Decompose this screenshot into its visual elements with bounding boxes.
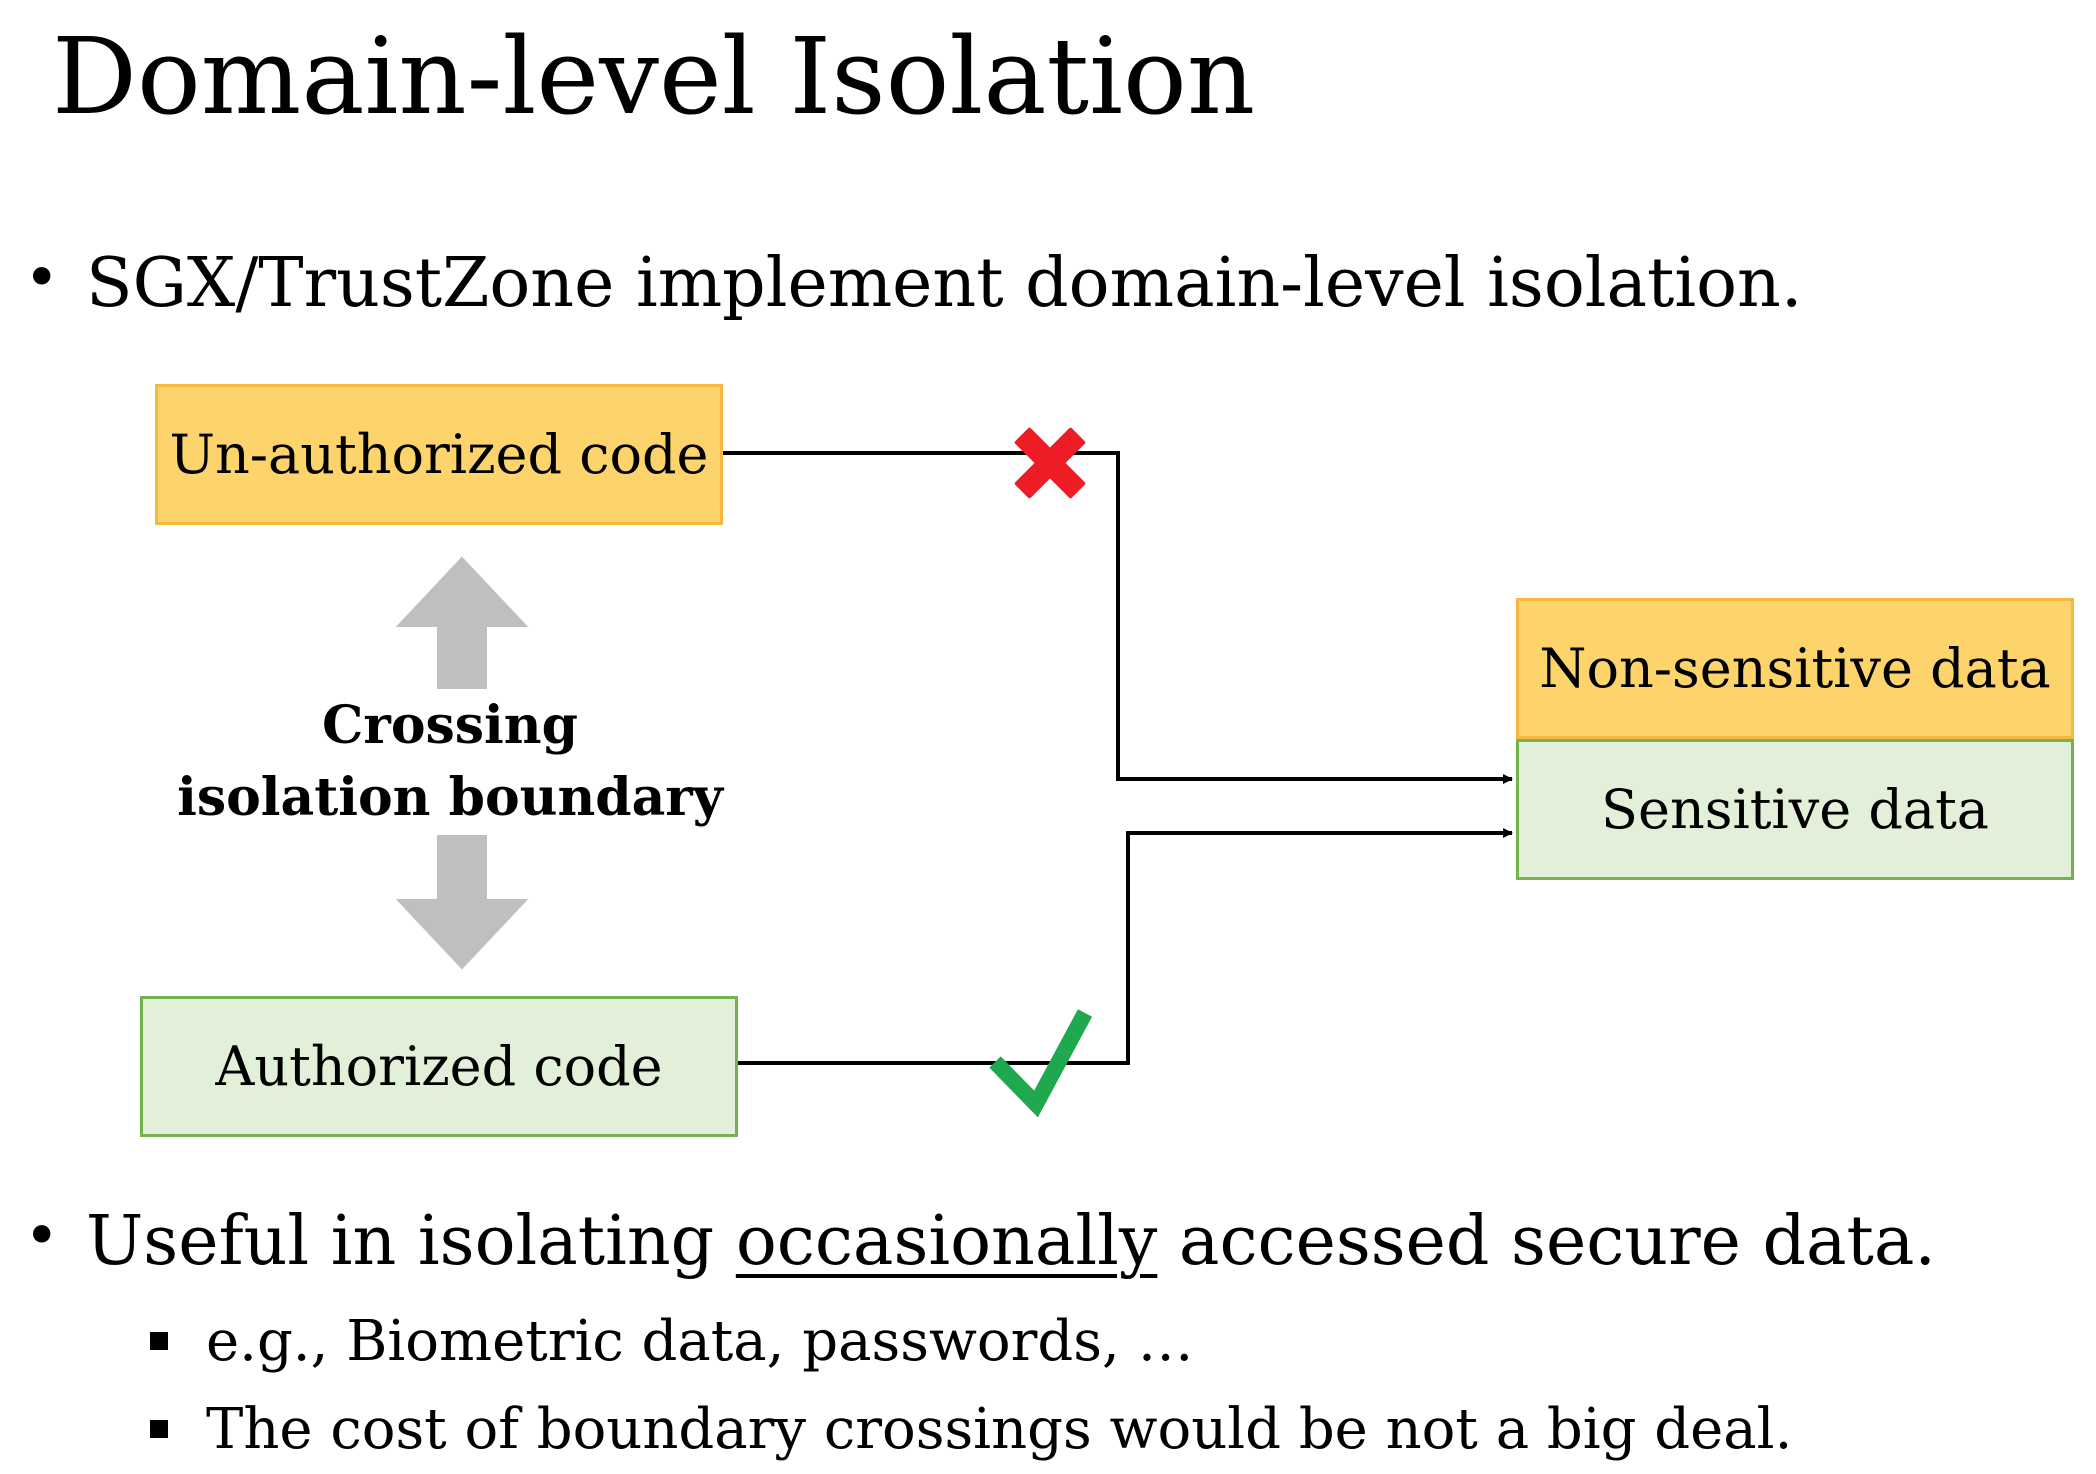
slide-title: Domain-level Isolation [52, 15, 1256, 138]
authorized-code-box: Authorized code [140, 996, 738, 1137]
sensitive-data-label: Sensitive data [1601, 778, 1989, 841]
bullet-text: Useful in isolating occasionally accesse… [86, 1208, 1936, 1276]
bullet-text-before: Useful in isolating [86, 1202, 736, 1281]
bullet-dot: • [24, 1201, 60, 1271]
sub-bullet-marker [150, 1332, 168, 1350]
non-sensitive-data-box: Non-sensitive data [1516, 598, 2074, 739]
bullet-text: SGX/TrustZone implement domain-level iso… [86, 244, 1803, 323]
non-sensitive-data-label: Non-sensitive data [1539, 637, 2051, 700]
denied-access-line [723, 451, 1513, 784]
sensitive-data-box: Sensitive data [1516, 739, 2074, 880]
sub-bullet-text: e.g., Biometric data, passwords, … [206, 1309, 1194, 1374]
bullet-dot: • [24, 243, 60, 313]
arrow-down-icon [395, 835, 529, 970]
sub-bullet-text: The cost of boundary crossings would be … [206, 1397, 1793, 1462]
authorized-code-label: Authorized code [215, 1035, 663, 1098]
underlined-emphasis: occasionally [735, 1202, 1158, 1281]
unauthorized-code-box: Un-authorized code [155, 384, 723, 525]
cross-mark-icon [1014, 427, 1086, 499]
crossing-boundary-label: Crossing isolation boundary [150, 690, 750, 834]
allowed-access-line [738, 828, 1513, 1065]
bullet-text-after: accessed secure data. [1157, 1202, 1936, 1281]
crossing-label-line2: isolation boundary [177, 767, 723, 828]
arrow-up-icon [395, 556, 529, 689]
unauthorized-code-label: Un-authorized code [169, 423, 709, 486]
check-mark-icon [989, 1009, 1093, 1118]
crossing-label-line1: Crossing [322, 695, 578, 756]
sub-bullet-marker [150, 1420, 168, 1438]
